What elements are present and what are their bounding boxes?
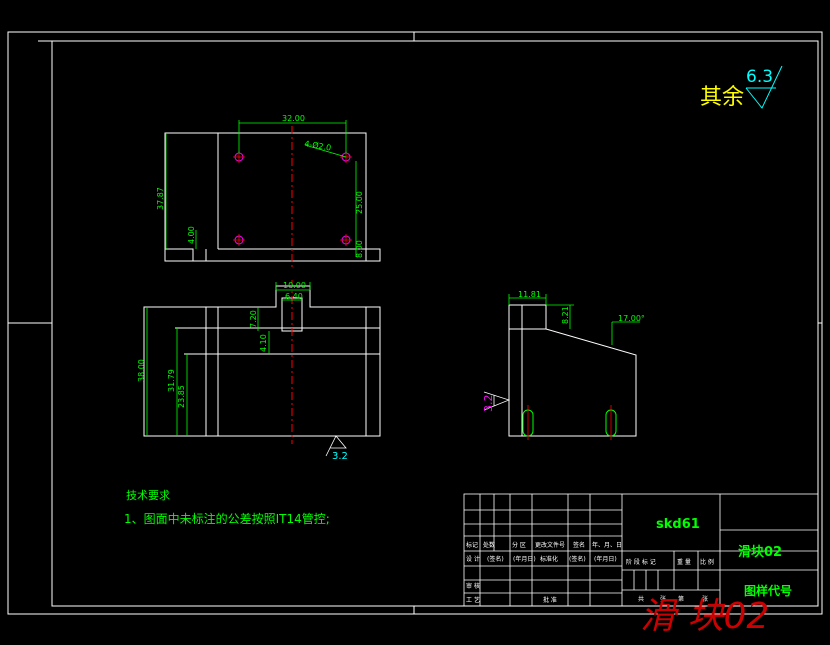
- label-review: 审 核: [466, 582, 480, 590]
- watermark-text: 滑 块02: [640, 596, 769, 637]
- dim-32: 32.00: [282, 114, 305, 123]
- label-total: 共: [638, 595, 644, 603]
- roughness-symbol-icon: [483, 391, 511, 411]
- label-scale: 比 例: [700, 558, 714, 566]
- standard-date: (年月日): [594, 555, 617, 563]
- side-roughness-value: 3.2: [482, 395, 495, 413]
- standard-sign: (签名): [569, 555, 586, 563]
- label-count: 处数: [483, 541, 495, 549]
- label-date: 年、月、日: [592, 541, 622, 549]
- dim-11-81: 11.81: [518, 290, 541, 299]
- notes-item-1: 1、图面中未标注的公差按照IT14管控;: [124, 511, 330, 526]
- front-view: 10.00 6.40 7.20 4.10 38.00 31.79 23.85 3…: [137, 280, 381, 462]
- label-change-doc: 更改文件号: [535, 541, 565, 549]
- dim-8-00: 8.00: [355, 240, 364, 258]
- label-mark: 标记: [466, 541, 478, 549]
- dim-31-79: 31.79: [167, 369, 176, 392]
- side-view-slots: [522, 409, 617, 437]
- dim-10-00: 10.00: [283, 281, 306, 290]
- dim-hole-callout: 4-Ø2.0: [304, 138, 332, 153]
- roughness-symbol-icon: [745, 65, 783, 109]
- label-zone: 分 区: [512, 541, 526, 549]
- dim-4-00: 4.00: [187, 226, 196, 244]
- dim-38-00: 38.00: [137, 359, 146, 382]
- top-view-holes: [233, 151, 352, 246]
- label-weight: 重 量: [677, 558, 691, 566]
- dim-23-85: 23.85: [177, 385, 186, 408]
- roughness-text: 其余: [700, 85, 744, 110]
- label-sign: 签名: [573, 541, 585, 549]
- top-view: 32.00 4-Ø2.0 37.87 4.00 25.00 8.00: [156, 114, 381, 268]
- front-roughness-value: 3.2: [332, 451, 348, 462]
- design-sign: (签名): [487, 555, 504, 563]
- label-design: 设 计: [466, 555, 480, 563]
- roughness-value: 6.3: [746, 67, 773, 87]
- notes-title: 技术要求: [126, 489, 170, 502]
- label-no: 第: [678, 595, 684, 603]
- label-sheets-1: 张: [660, 595, 666, 603]
- label-process: 工 艺: [466, 596, 480, 604]
- dim-17-deg: 17.00°: [618, 314, 645, 323]
- dim-37-87: 37.87: [156, 187, 165, 210]
- dim-25-00: 25.00: [355, 191, 364, 214]
- title-block: [463, 493, 819, 607]
- drawing-code-label: 图样代号: [744, 583, 792, 598]
- label-approve: 批 准: [543, 596, 557, 604]
- dim-8-21: 8.21: [561, 306, 570, 324]
- design-date: (年月日): [513, 555, 536, 563]
- title-block-text: skd61 滑块02 图样代号 标记 处数 分 区 更改文件号 签名 年、月、日…: [466, 517, 792, 604]
- front-view-dimensions: [146, 282, 311, 436]
- side-view: 11.81 8.21 17.00° 3.2: [482, 290, 645, 440]
- dim-7-20: 7.20: [249, 310, 258, 328]
- side-view-dimensions: [508, 294, 640, 345]
- dim-6-40: 6.40: [285, 292, 303, 301]
- material-label: skd61: [656, 517, 700, 532]
- sheet-frame: [7, 31, 823, 615]
- roughness-symbol-icon: [325, 435, 347, 457]
- technical-notes: 技术要求 1、图面中未标注的公差按照IT14管控;: [124, 489, 330, 526]
- top-view-dimensions: [165, 120, 357, 257]
- label-standard: 标准化: [540, 555, 558, 563]
- general-roughness: 其余 6.3: [700, 65, 783, 110]
- dim-4-10: 4.10: [259, 334, 268, 352]
- part-name: 滑块02: [738, 544, 782, 560]
- label-stage: 阶 段 标 记: [626, 558, 656, 566]
- label-sheets-2: 张: [702, 595, 708, 603]
